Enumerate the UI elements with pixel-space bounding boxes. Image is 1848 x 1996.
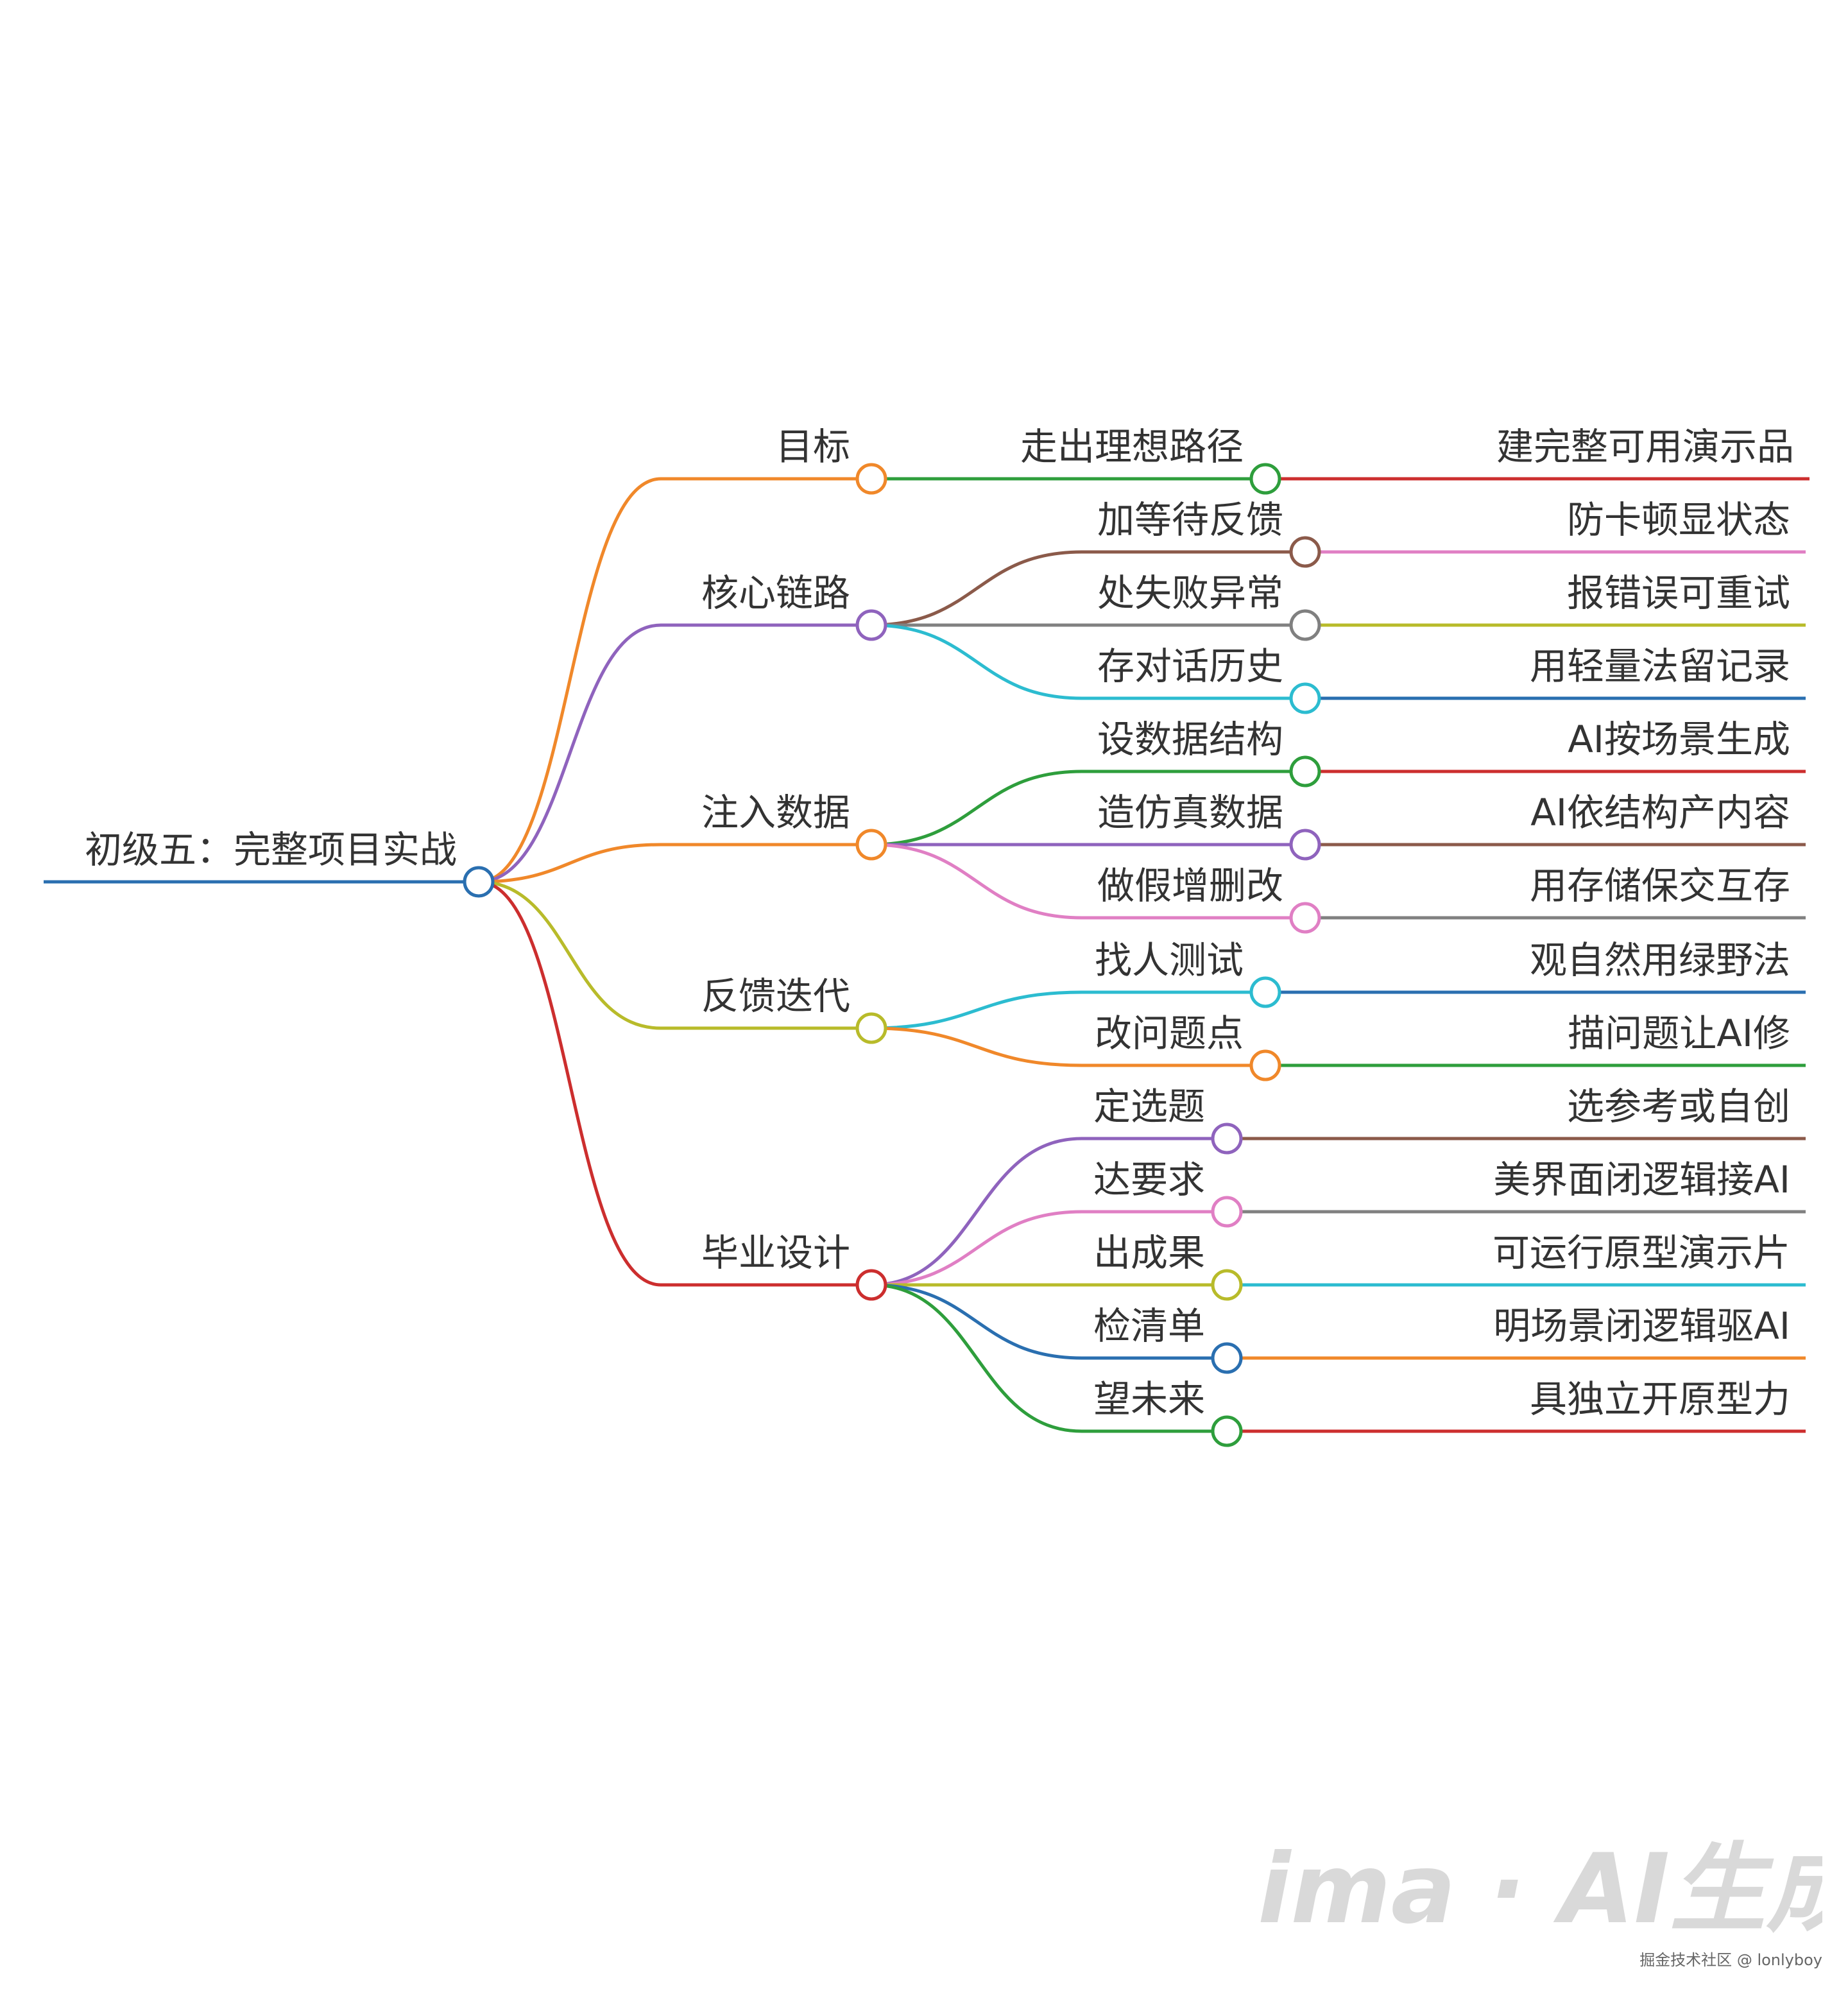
- ai-generated-watermark: ima · AI生成: [1258, 1836, 1822, 1945]
- subtopic-node[interactable]: [1289, 536, 1321, 568]
- subtopic-connector: [871, 1137, 1082, 1287]
- subtopic: 走出理想路径: [1020, 425, 1244, 469]
- subtopic-connector: [871, 990, 1082, 1030]
- subtopic-connector: [871, 1283, 1082, 1433]
- subtopic-node[interactable]: [1211, 1415, 1243, 1447]
- branch-connector: [478, 623, 662, 884]
- detail-topic: 用轻量法留记录: [1530, 644, 1790, 688]
- subtopic-connector: [871, 1210, 1082, 1287]
- subtopic-node[interactable]: [1289, 682, 1321, 714]
- subtopic-connector: [871, 1283, 1082, 1360]
- branch-topic: 核心链路: [701, 571, 850, 615]
- subtopic: 设数据结构: [1097, 718, 1283, 761]
- subtopic: 处失败异常: [1097, 571, 1283, 615]
- branch-node[interactable]: [855, 1269, 887, 1301]
- detail-topic: AI按场景生成: [1568, 718, 1790, 761]
- subtopic-node[interactable]: [1211, 1123, 1243, 1155]
- subtopic: 加等待反馈: [1097, 498, 1283, 542]
- subtopic-node[interactable]: [1289, 902, 1321, 934]
- branch-connector: [478, 477, 662, 884]
- subtopic: 望未来: [1093, 1377, 1205, 1421]
- subtopic: 存对话历史: [1097, 644, 1283, 688]
- branch-connector: [478, 880, 662, 1030]
- subtopic-node[interactable]: [1249, 1049, 1281, 1081]
- subtopic-node[interactable]: [1211, 1342, 1243, 1374]
- subtopic-connector: [871, 623, 1082, 700]
- branch-node[interactable]: [855, 463, 887, 495]
- detail-topic: 描问题让AI修: [1568, 1011, 1790, 1055]
- root-node[interactable]: [463, 866, 495, 898]
- detail-topic: 观自然用绿野法: [1530, 938, 1790, 982]
- subtopic: 找人测试: [1095, 938, 1244, 982]
- subtopic-connector: [871, 843, 1082, 920]
- branch-topic: 注入数据: [701, 791, 850, 834]
- branch-topic: 目标: [776, 425, 850, 469]
- subtopic: 造仿真数据: [1097, 791, 1283, 834]
- detail-topic: 报错误可重试: [1567, 571, 1790, 615]
- watermark-text: ima · AI生成: [1258, 1836, 1822, 1945]
- branch-topic: 毕业设计: [701, 1231, 850, 1275]
- source-credit: 掘金技术社区 @ lonlyboy: [1639, 1951, 1822, 1969]
- subtopic: 改问题点: [1095, 1011, 1244, 1055]
- subtopic-node[interactable]: [1289, 829, 1321, 861]
- subtopic: 定选题: [1093, 1085, 1205, 1128]
- detail-topic: AI依结构产内容: [1530, 791, 1790, 834]
- root-topic: 初级五：完整项目实战: [85, 828, 457, 872]
- subtopic: 出成果: [1093, 1231, 1205, 1275]
- subtopic-connector: [871, 550, 1082, 627]
- detail-topic: 可运行原型演示片: [1493, 1231, 1790, 1275]
- detail-topic: 防卡顿显状态: [1567, 498, 1790, 542]
- detail-topic: 明场景闭逻辑驱AI: [1493, 1304, 1790, 1348]
- branch-connector: [478, 880, 662, 1287]
- detail-topic: 用存储保交互存: [1530, 864, 1790, 908]
- branch-connector: [478, 843, 662, 884]
- subtopic: 做假增删改: [1097, 864, 1283, 908]
- subtopic-node[interactable]: [1249, 976, 1281, 1008]
- subtopic-connector: [871, 770, 1082, 847]
- detail-topic: 选参考或自创: [1567, 1085, 1790, 1128]
- detail-topic: 具独立开原型力: [1530, 1377, 1790, 1421]
- subtopic-node[interactable]: [1289, 609, 1321, 641]
- branch-node[interactable]: [855, 829, 887, 861]
- detail-topic: 建完整可用演示品: [1496, 425, 1794, 469]
- subtopic-node[interactable]: [1211, 1269, 1243, 1301]
- detail-topic: 美界面闭逻辑接AI: [1493, 1158, 1790, 1201]
- subtopic-connector: [871, 1026, 1082, 1067]
- branch-node[interactable]: [855, 609, 887, 641]
- subtopic: 检清单: [1093, 1304, 1205, 1348]
- branch-topic: 反馈迭代: [701, 974, 850, 1018]
- subtopic: 达要求: [1093, 1158, 1205, 1201]
- subtopic-node[interactable]: [1211, 1196, 1243, 1228]
- subtopic-node[interactable]: [1249, 463, 1281, 495]
- branch-node[interactable]: [855, 1012, 887, 1044]
- subtopic-node[interactable]: [1289, 755, 1321, 787]
